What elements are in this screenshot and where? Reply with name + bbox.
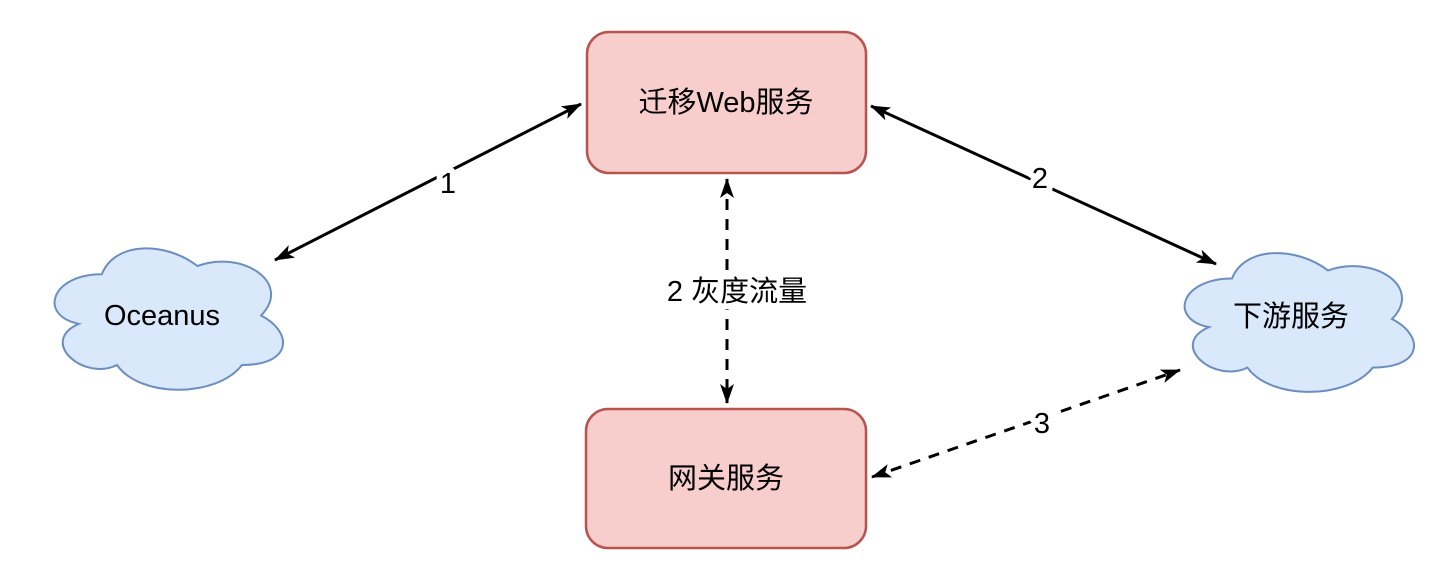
edge-oceanus-migration-label: 1	[440, 168, 456, 200]
edge-gateway-downstream: 3	[871, 368, 1181, 479]
edge-oceanus-migration: 1	[274, 102, 582, 262]
edge-migration-gateway: 2 灰度流量	[661, 178, 813, 404]
edge-gateway-downstream-line	[871, 368, 1181, 479]
edge-migration-downstream-label: 2	[1032, 163, 1048, 195]
edge-migration-downstream-line	[870, 104, 1217, 266]
gateway-service-label: 网关服务	[668, 462, 784, 495]
edge-oceanus-migration-line	[274, 102, 582, 262]
node-downstream-service: 下游服务	[1183, 252, 1415, 393]
edge-migration-downstream: 2	[870, 104, 1217, 266]
gateway-service-box	[584, 407, 868, 550]
edge-migration-gateway-label: 2 灰度流量	[667, 275, 807, 308]
migration-web-service-box	[585, 30, 868, 175]
downstream-service-label: 下游服务	[1233, 300, 1349, 333]
downstream-service-cloud-shape	[1183, 252, 1415, 393]
node-gateway-service: 网关服务	[584, 407, 868, 550]
edge-gateway-downstream-label: 3	[1034, 408, 1050, 440]
node-oceanus: Oceanus	[53, 247, 285, 391]
oceanus-label: Oceanus	[104, 300, 220, 332]
oceanus-cloud-shape	[53, 247, 285, 391]
node-migration-web-service: 迁移Web服务	[585, 30, 868, 175]
migration-web-service-label: 迁移Web服务	[638, 86, 813, 119]
